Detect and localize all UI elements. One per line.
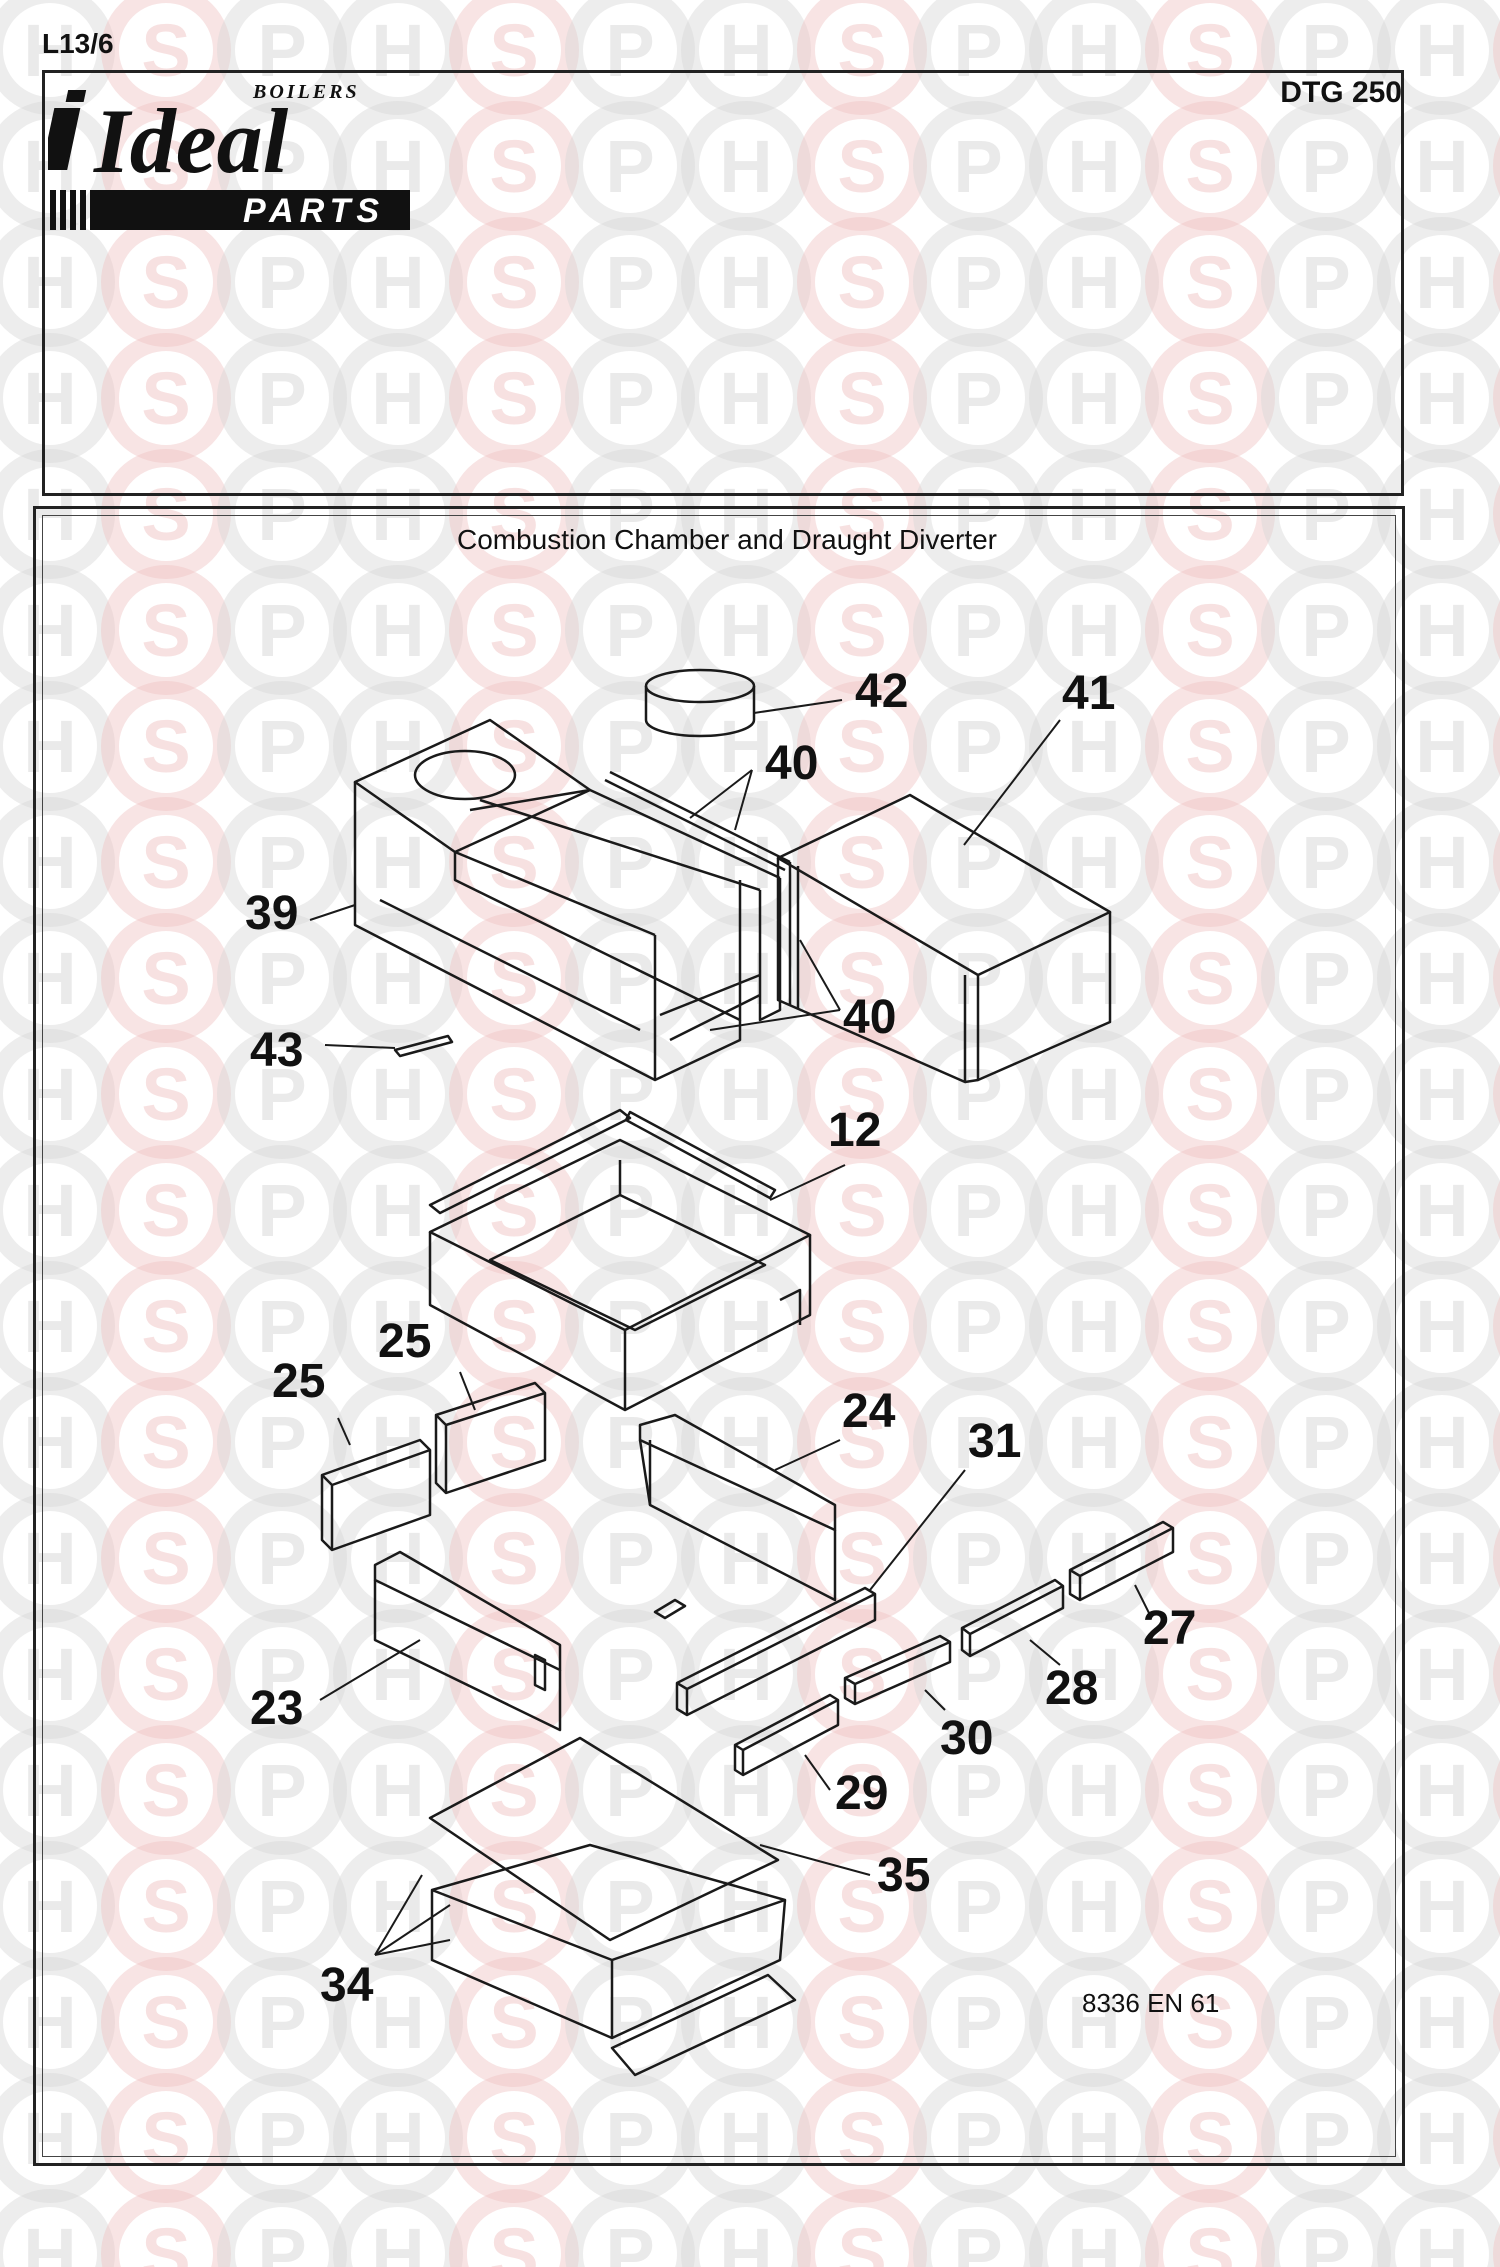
callout-25-right: 25 (378, 1315, 432, 1368)
part-24-side-panel (638, 1413, 837, 1602)
part-43-clip (393, 1034, 454, 1058)
callout-42: 42 (855, 665, 909, 718)
part-12-combustion-frame (428, 1108, 812, 1412)
callout-39: 39 (245, 887, 299, 940)
part-28-bar (960, 1578, 1065, 1658)
leader-lines (309, 699, 1151, 1956)
logo-parts-text: PARTS (243, 192, 385, 230)
part-42-flue-ring (644, 668, 756, 738)
callout-28: 28 (1045, 1662, 1099, 1715)
part-40-seals (604, 770, 800, 1008)
callout-40-lower: 40 (843, 991, 897, 1044)
part-34-base-tray (430, 1843, 797, 2077)
page-code: L13/6 (42, 28, 114, 59)
part-30-bar (843, 1634, 952, 1706)
header-box (42, 70, 1404, 496)
callout-43: 43 (250, 1024, 304, 1077)
logo-ideal-text: Ideal (93, 90, 289, 192)
part-29-bar (733, 1693, 840, 1777)
callout-34: 34 (320, 1959, 374, 2012)
part-25-tiles (320, 1381, 547, 1552)
part-23-side-panel (373, 1550, 562, 1732)
part-41-cover (776, 793, 1112, 1084)
callout-40-upper: 40 (765, 737, 819, 790)
callout-12: 12 (828, 1104, 882, 1157)
callout-27: 27 (1143, 1602, 1197, 1655)
diagram-title: Combustion Chamber and Draught Diverter (456, 524, 998, 555)
callout-41: 41 (1062, 667, 1116, 720)
part-31-bar (675, 1586, 877, 1717)
model-number: DTG 250 (1280, 76, 1402, 109)
ideal-parts-logo: BOILERS Ideal PARTS (48, 81, 410, 230)
part-35-plate (428, 1736, 780, 1942)
callout-30: 30 (940, 1712, 994, 1765)
callout-35: 35 (877, 1849, 931, 1902)
logo-boilers-text: BOILERS (252, 81, 360, 103)
part-39-draught-diverter (353, 718, 782, 1082)
callout-29: 29 (835, 1767, 889, 1820)
callout-24: 24 (842, 1385, 896, 1438)
drawing-reference: 8336 EN 61 (1082, 1988, 1220, 2018)
part-27-bar (1068, 1520, 1175, 1602)
diagram-frame (33, 506, 1405, 2166)
diagram-frame-inner (42, 515, 1396, 2157)
small-clip (653, 1598, 687, 1620)
callout-25-left: 25 (272, 1355, 326, 1408)
callout-23: 23 (250, 1682, 304, 1735)
callout-31: 31 (968, 1415, 1022, 1468)
